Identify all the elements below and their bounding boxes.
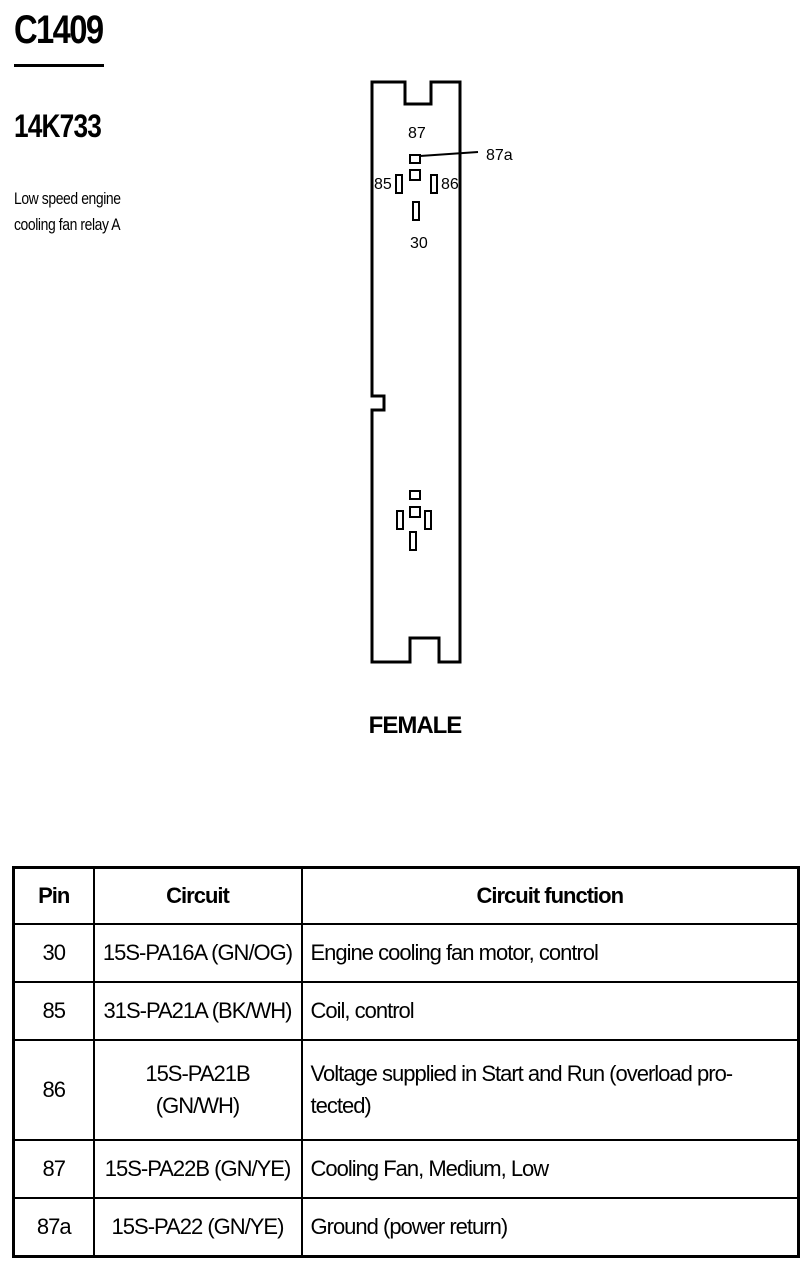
cell-pin: 85 [12, 981, 95, 1041]
cell-circuit: 31S-PA21A (BK/WH) [92, 981, 303, 1041]
cell-circuit: 15S-PA22 (GN/YE) [92, 1197, 303, 1258]
pin-label-87: 87 [408, 125, 426, 142]
cell-pin: 30 [12, 923, 95, 983]
connector-outline [370, 80, 462, 664]
pin-label-85: 85 [374, 176, 392, 193]
header-function: Circuit function [300, 866, 800, 925]
description-line-2: cooling fan relay A [14, 215, 121, 234]
lower-cavity-bottom [409, 531, 417, 551]
cell-circuit: 15S-PA16A (GN/OG) [92, 923, 303, 983]
table-row: 87 15S-PA22B (GN/YE) Cooling Fan, Medium… [12, 1139, 800, 1199]
table-header-row: Pin Circuit Circuit function [12, 866, 800, 925]
pin-table: Pin Circuit Circuit function 30 15S-PA16… [12, 866, 800, 1258]
cell-function: Cooling Fan, Medium, Low [300, 1139, 800, 1199]
lower-cavity-middle [409, 506, 421, 518]
lower-cavity-top [409, 490, 421, 500]
pin-label-86: 86 [441, 176, 459, 193]
pin-cavity-86 [430, 174, 438, 194]
title-underline [14, 64, 104, 67]
pin-cavity-87a [409, 169, 421, 181]
header-pin: Pin [12, 866, 95, 925]
table-row: 86 15S-PA21B (GN/WH) Voltage supplied in… [12, 1039, 800, 1141]
cell-function: Engine cooling fan motor, control [300, 923, 800, 983]
connector-description: Low speed engine cooling fan relay A [14, 186, 121, 238]
part-number: 14K733 [14, 108, 102, 144]
connector-id: C1409 [14, 8, 104, 52]
pin-cavity-30 [412, 201, 420, 221]
leader-line-87a [419, 151, 479, 157]
table-row: 30 15S-PA16A (GN/OG) Engine cooling fan … [12, 923, 800, 983]
header-circuit: Circuit [92, 866, 303, 925]
lower-cavity-left [396, 510, 404, 530]
table-row: 87a 15S-PA22 (GN/YE) Ground (power retur… [12, 1197, 800, 1258]
pin-cavity-85 [395, 174, 403, 194]
cell-pin: 87 [12, 1139, 95, 1199]
description-line-1: Low speed engine [14, 189, 121, 208]
cell-function: Voltage supplied in Start and Run (overl… [300, 1039, 800, 1141]
table-row: 85 31S-PA21A (BK/WH) Coil, control [12, 981, 800, 1041]
pin-cavity-87 [409, 154, 421, 164]
cell-circuit: 15S-PA22B (GN/YE) [92, 1139, 303, 1199]
cell-function: Coil, control [300, 981, 800, 1041]
cell-pin: 86 [12, 1039, 95, 1141]
pin-label-87a: 87a [486, 147, 513, 164]
cell-function: Ground (power return) [300, 1197, 800, 1258]
connector-face-diagram: 87 87a 85 86 30 FEMALE [369, 80, 513, 739]
cell-circuit: 15S-PA21B (GN/WH) [92, 1039, 303, 1141]
gender-label: FEMALE [369, 712, 463, 739]
lower-cavity-right [424, 510, 432, 530]
cell-pin: 87a [12, 1197, 95, 1258]
pin-label-30: 30 [410, 235, 428, 252]
